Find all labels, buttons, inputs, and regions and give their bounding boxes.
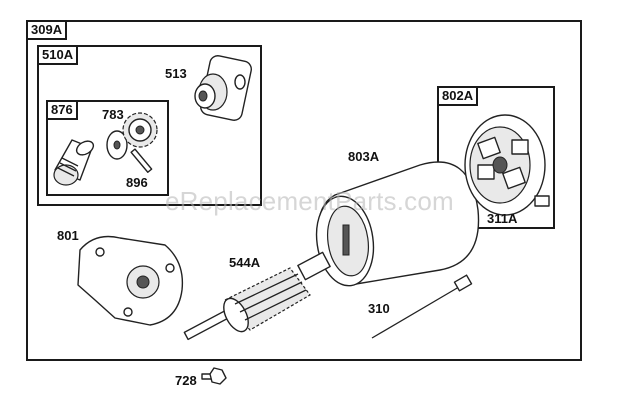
watermark: eReplacementParts.com [165,186,454,216]
part-label-513[interactable]: 513 [165,66,187,81]
part-label-310[interactable]: 310 [368,301,390,316]
part-label-544a[interactable]: 544A [229,255,261,270]
part-label-896[interactable]: 896 [126,175,148,190]
assembly-label-876: 876 [46,100,78,120]
part-783-gear-drawing[interactable] [122,112,158,148]
part-310-drawing[interactable] [371,274,473,339]
part-513-drawing[interactable] [194,54,253,121]
part-label-311a[interactable]: 311A [487,211,518,226]
part-label-801[interactable]: 801 [57,228,79,243]
part-544a-drawing[interactable] [183,251,331,341]
assembly-box-802a: 802A [437,86,555,229]
assembly-label-309a: 309A [26,20,68,40]
part-876-drawing[interactable] [53,138,96,186]
assembly-box-309a: 309A [26,20,582,361]
assembly-label-510a: 510A [37,45,79,65]
assembly-label-802a: 802A [437,86,479,106]
part-783-washer-drawing[interactable] [106,130,128,160]
part-802a-drawing[interactable] [464,114,550,216]
part-803a-drawing[interactable] [311,161,480,289]
part-label-783[interactable]: 783 [102,107,124,122]
part-896-pin-drawing[interactable] [130,148,153,173]
part-label-803a[interactable]: 803A [348,149,380,164]
assembly-box-510a: 510A [37,45,262,206]
part-801-drawing[interactable] [77,235,184,326]
part-728-drawing[interactable] [201,367,227,385]
assembly-box-876: 876 [46,100,169,196]
part-label-728[interactable]: 728 [175,373,197,388]
